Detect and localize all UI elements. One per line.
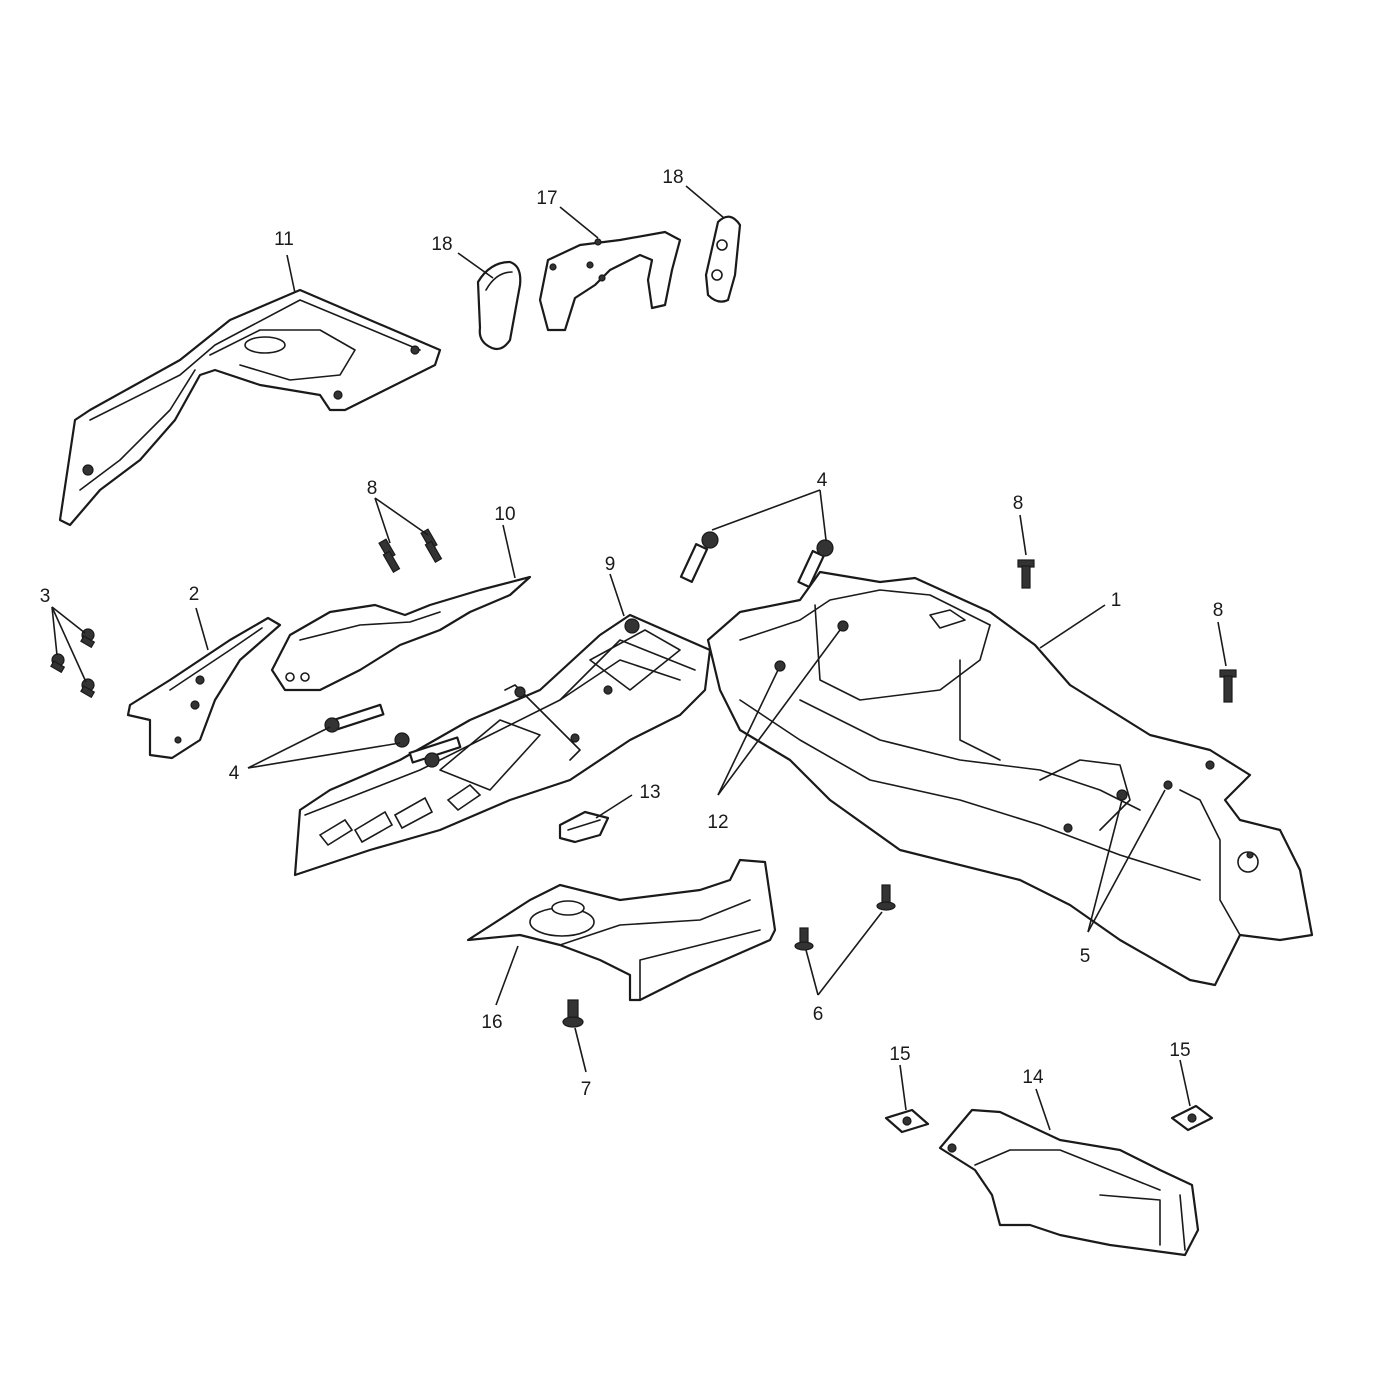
callout-13: 13 [639, 782, 660, 803]
callout-16: 16 [481, 1012, 502, 1033]
callout-8-right: 8 [1213, 600, 1224, 621]
callout-4-upper: 4 [817, 470, 828, 491]
callout-15-left: 15 [889, 1044, 910, 1065]
part-4-bolts-left [324, 703, 462, 768]
part-8-bolts-right [1017, 559, 1237, 703]
part-1-tray [706, 570, 1314, 987]
part-11-cover [58, 288, 442, 527]
callout-17: 17 [536, 188, 557, 209]
callout-4-lower: 4 [229, 763, 240, 784]
part-7-screw [562, 999, 584, 1028]
callout-8-left: 8 [367, 478, 378, 499]
part-8-bolts-left [378, 528, 443, 573]
callout-9: 9 [605, 554, 616, 575]
callout-11: 11 [274, 229, 294, 250]
part-2-bracket [126, 616, 282, 760]
callout-5: 5 [1080, 946, 1091, 967]
part-6-pins [794, 884, 896, 951]
part-17-bracket [538, 230, 682, 332]
part-18-pad-left [476, 260, 522, 351]
callout-14: 14 [1022, 1067, 1044, 1088]
callout-8-center: 8 [1013, 493, 1024, 514]
callout-10: 10 [494, 504, 515, 525]
part-18-pad-right [704, 215, 742, 303]
part-13-clip [558, 810, 610, 844]
part-14-duct [938, 1108, 1200, 1257]
callout-12: 12 [707, 812, 728, 833]
callout-1: 1 [1111, 590, 1122, 611]
part-9-frame [293, 613, 712, 877]
part-10-shield [270, 575, 532, 692]
part-4-bolts-right [679, 531, 834, 589]
callout-18-right: 18 [662, 167, 683, 188]
callout-2: 2 [189, 584, 200, 605]
callout-3: 3 [40, 586, 51, 607]
callout-18-left: 18 [431, 234, 452, 255]
part-16-panel [466, 858, 777, 1002]
part-15-nuts [884, 1104, 1214, 1134]
part-3-screws [50, 628, 96, 699]
leader-lines [51, 185, 1227, 1131]
callout-7: 7 [581, 1079, 592, 1100]
callout-15-right: 15 [1169, 1040, 1190, 1061]
callout-labels: 11 18 17 18 8 10 9 4 8 1 8 3 2 4 13 12 5… [40, 167, 1224, 1100]
callout-6: 6 [813, 1004, 824, 1025]
